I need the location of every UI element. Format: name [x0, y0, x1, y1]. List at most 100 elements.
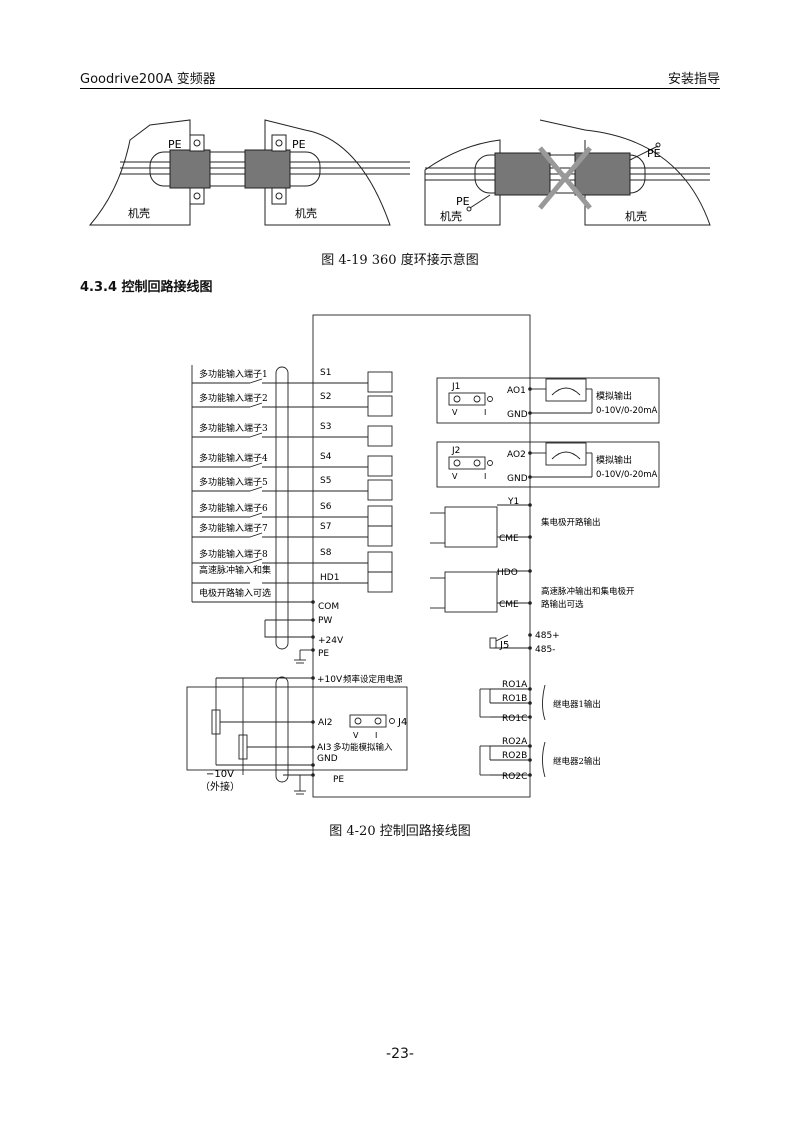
terminal-s2: S2	[320, 392, 331, 402]
inverter-body	[312, 314, 531, 798]
terminal-s4: S4	[320, 452, 332, 462]
input-label: 多功能输入端子2	[199, 392, 268, 404]
analog-output-range: 0-10V/0-20mA	[596, 406, 658, 416]
terminal-ro2a: RO2A	[502, 737, 528, 747]
terminal-ao1: AO1	[507, 386, 526, 396]
hdo-label: 高速脉冲输出和集电极开	[541, 586, 635, 597]
external-supply-label: （外接）	[200, 780, 240, 793]
analog-output-label: 模拟输出	[596, 454, 632, 466]
input-optocoupler	[367, 525, 393, 547]
terminal-10v-desc: 频率设定用电源	[343, 674, 403, 685]
j5-label: J5	[499, 640, 509, 651]
pe-clamp	[189, 134, 205, 152]
terminal-ai3-desc: 多功能模拟输入	[333, 742, 393, 753]
input-label: 多功能输入端子7	[199, 522, 268, 534]
input-label: 多功能输入端子4	[199, 452, 268, 464]
analog-output-label: 模拟输出	[596, 390, 632, 402]
switch-contact	[249, 378, 263, 384]
analog-output-range: 0-10V/0-20mA	[596, 470, 658, 480]
optocoupler-y1	[444, 506, 498, 548]
terminal-cme: CME	[499, 600, 519, 610]
figure-360-grounding: PE PE PE PE 机壳 机壳 机壳 机壳	[88, 119, 711, 226]
terminal-s6: S6	[320, 502, 332, 512]
figure-20-caption: 图 4-20 控制回路接线图	[329, 824, 471, 839]
terminal-gnd: GND	[317, 754, 338, 764]
terminal-cme: CME	[499, 534, 519, 544]
terminal-gnd: GND	[507, 474, 528, 484]
switch-contact	[249, 512, 263, 518]
switch-contact	[249, 462, 263, 468]
relay1-label: 继电器1输出	[553, 699, 601, 710]
terminal-ro1a: RO1A	[502, 680, 528, 690]
relay2-label: 继电器2输出	[553, 756, 601, 767]
terminal-hdo: HDO	[497, 568, 518, 578]
pe-clamp	[271, 134, 287, 152]
terminal-pe: PE	[333, 775, 344, 785]
pe-clamp	[189, 187, 205, 205]
page-number: -23-	[386, 1046, 414, 1062]
chassis-plate-left	[88, 119, 191, 226]
j4-label: J4	[397, 717, 407, 728]
input-optocoupler	[367, 505, 393, 527]
input-optocoupler	[367, 455, 393, 477]
j4-v: V	[353, 731, 359, 740]
braided-shield	[574, 152, 631, 196]
wrong-cross	[538, 146, 592, 210]
terminal-10v: +10V	[317, 675, 343, 685]
chassis-label: 机壳	[625, 209, 647, 223]
j4-i: I	[375, 731, 377, 740]
input-optocoupler	[367, 551, 393, 573]
terminal-hd1: HD1	[320, 573, 339, 583]
pe-label: PE	[456, 195, 470, 208]
terminal-485p: 485+	[535, 631, 560, 641]
pe-label: PE	[168, 138, 182, 151]
terminal-ai3: AI3	[317, 743, 332, 753]
oc-output-label: 集电极开路输出	[541, 517, 601, 528]
switch-contact	[249, 486, 263, 492]
chassis-label: 机壳	[440, 209, 462, 223]
terminal-24v: +24V	[318, 636, 344, 646]
external-supply-label: −10V	[206, 769, 234, 780]
terminal-s1: S1	[320, 368, 331, 378]
terminal-s5: S5	[320, 476, 331, 486]
terminal-s8: S8	[320, 548, 332, 558]
terminal-s7: S7	[320, 522, 331, 532]
input-label: 多功能输入端子1	[199, 368, 268, 380]
j2-i: I	[484, 472, 486, 481]
optocoupler-hdo	[444, 571, 498, 613]
pe-clamp	[271, 187, 287, 205]
input-label: 多功能输入端子5	[199, 476, 268, 488]
input-optocoupler	[367, 371, 393, 393]
ao2-box	[436, 441, 660, 488]
input-label: 多功能输入端子8	[199, 548, 268, 560]
ao1-box	[436, 377, 660, 424]
header-rule	[80, 88, 720, 89]
figure-19-caption: 图 4-19 360 度环接示意图	[321, 253, 479, 268]
chassis-plate-right	[264, 119, 391, 226]
header-section-title: 安装指导	[667, 72, 720, 87]
j2-v: V	[452, 472, 458, 481]
terminal-pe: PE	[318, 649, 329, 659]
terminal-gnd: GND	[507, 410, 528, 420]
section-title: 4.3.4 控制回路接线图	[80, 280, 213, 295]
j1-v: V	[452, 408, 458, 417]
meter-ao1	[545, 378, 587, 402]
terminal-ro2c: RO2C	[502, 772, 527, 782]
j4-jumper	[349, 714, 387, 728]
chassis-plate-right-wrong	[539, 119, 711, 226]
terminal-ro1c: RO1C	[502, 714, 527, 724]
input-label: 多功能输入端子3	[199, 422, 268, 434]
chassis-plate-left-wrong	[424, 139, 501, 226]
chassis-label: 机壳	[128, 206, 150, 220]
analog-input-box	[186, 686, 408, 771]
pe-label: PE	[292, 138, 306, 151]
terminal-ro1b: RO1B	[502, 694, 527, 704]
j1-i: I	[484, 408, 486, 417]
switch-contact	[249, 532, 263, 538]
hd1-label: 电极开路输入可选	[199, 587, 271, 599]
chassis-label: 机壳	[295, 206, 317, 220]
terminal-ro2b: RO2B	[502, 751, 527, 761]
terminal-ai2: AI2	[318, 718, 333, 728]
